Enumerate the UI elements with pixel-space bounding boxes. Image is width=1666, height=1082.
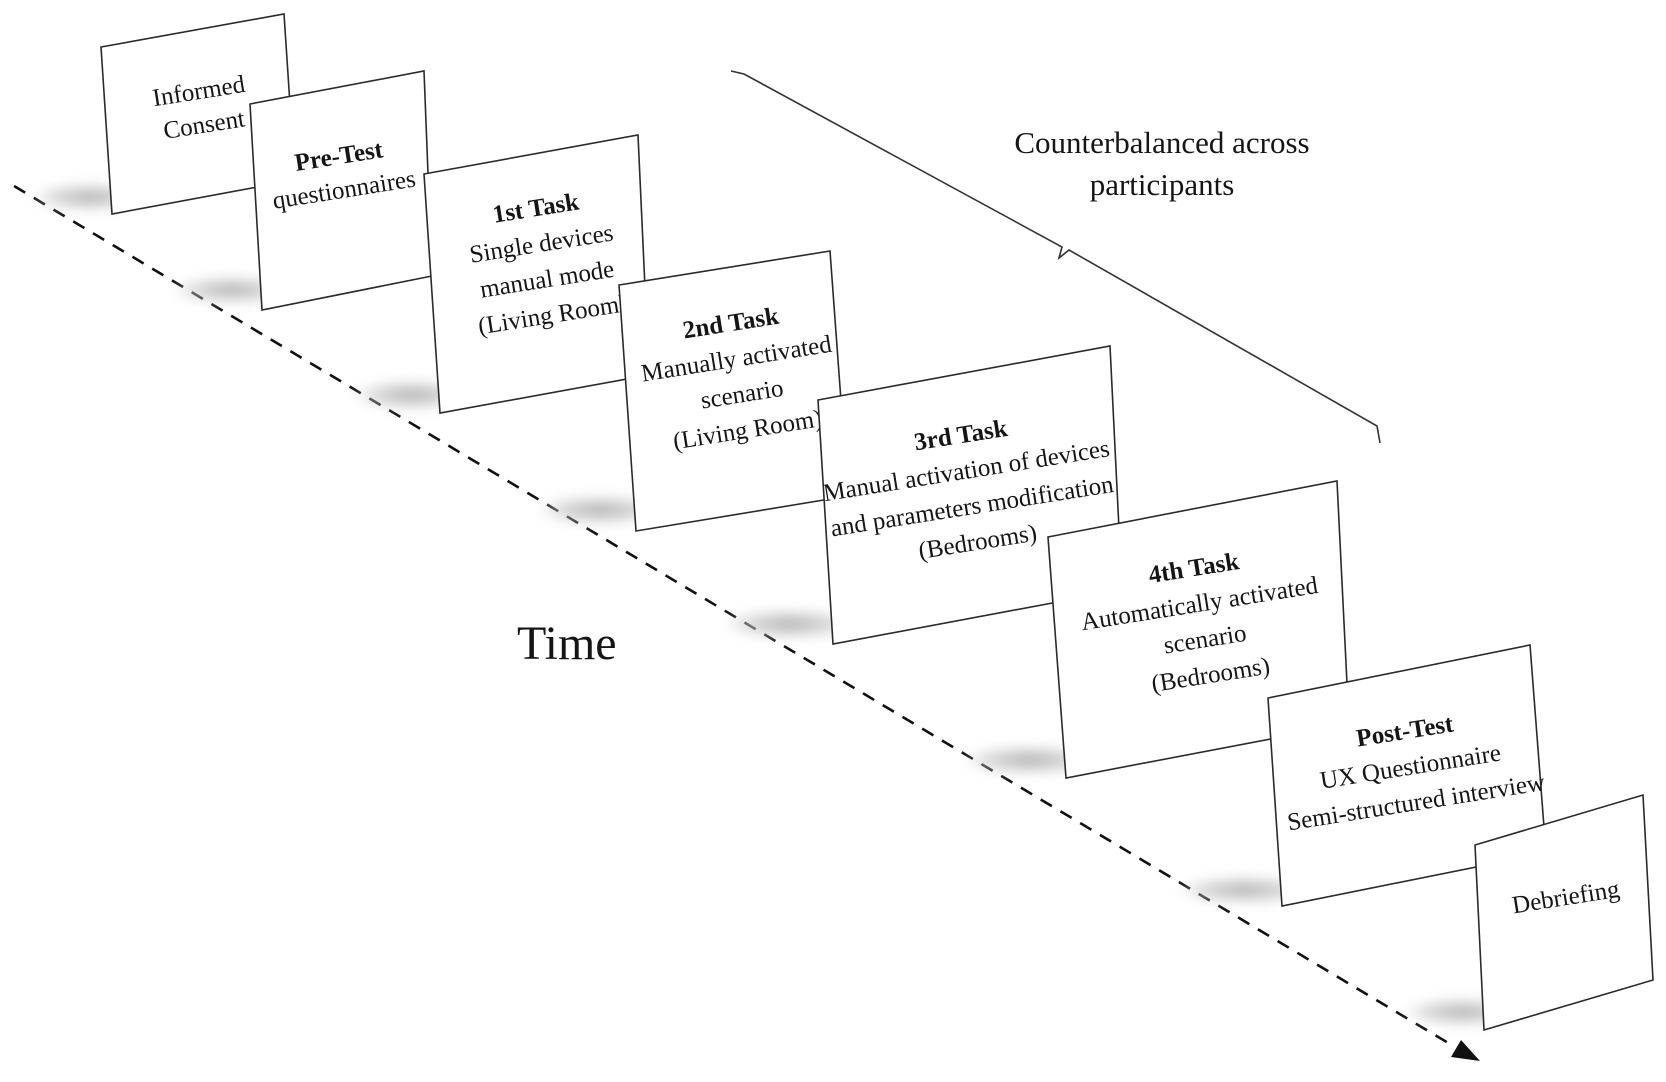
card-panel — [1474, 793, 1654, 1032]
timeline-arrowhead — [1451, 1040, 1480, 1061]
bracket-label-line-2: participants — [1090, 167, 1235, 202]
card-debriefing: Debriefing — [1402, 793, 1654, 1032]
card-shadow — [535, 495, 665, 525]
card-shadow — [720, 609, 860, 639]
counterbalanced-bracket — [730, 70, 1381, 444]
time-label: Time — [517, 617, 617, 670]
bracket-label-line-1: Counterbalanced across — [1014, 125, 1309, 160]
